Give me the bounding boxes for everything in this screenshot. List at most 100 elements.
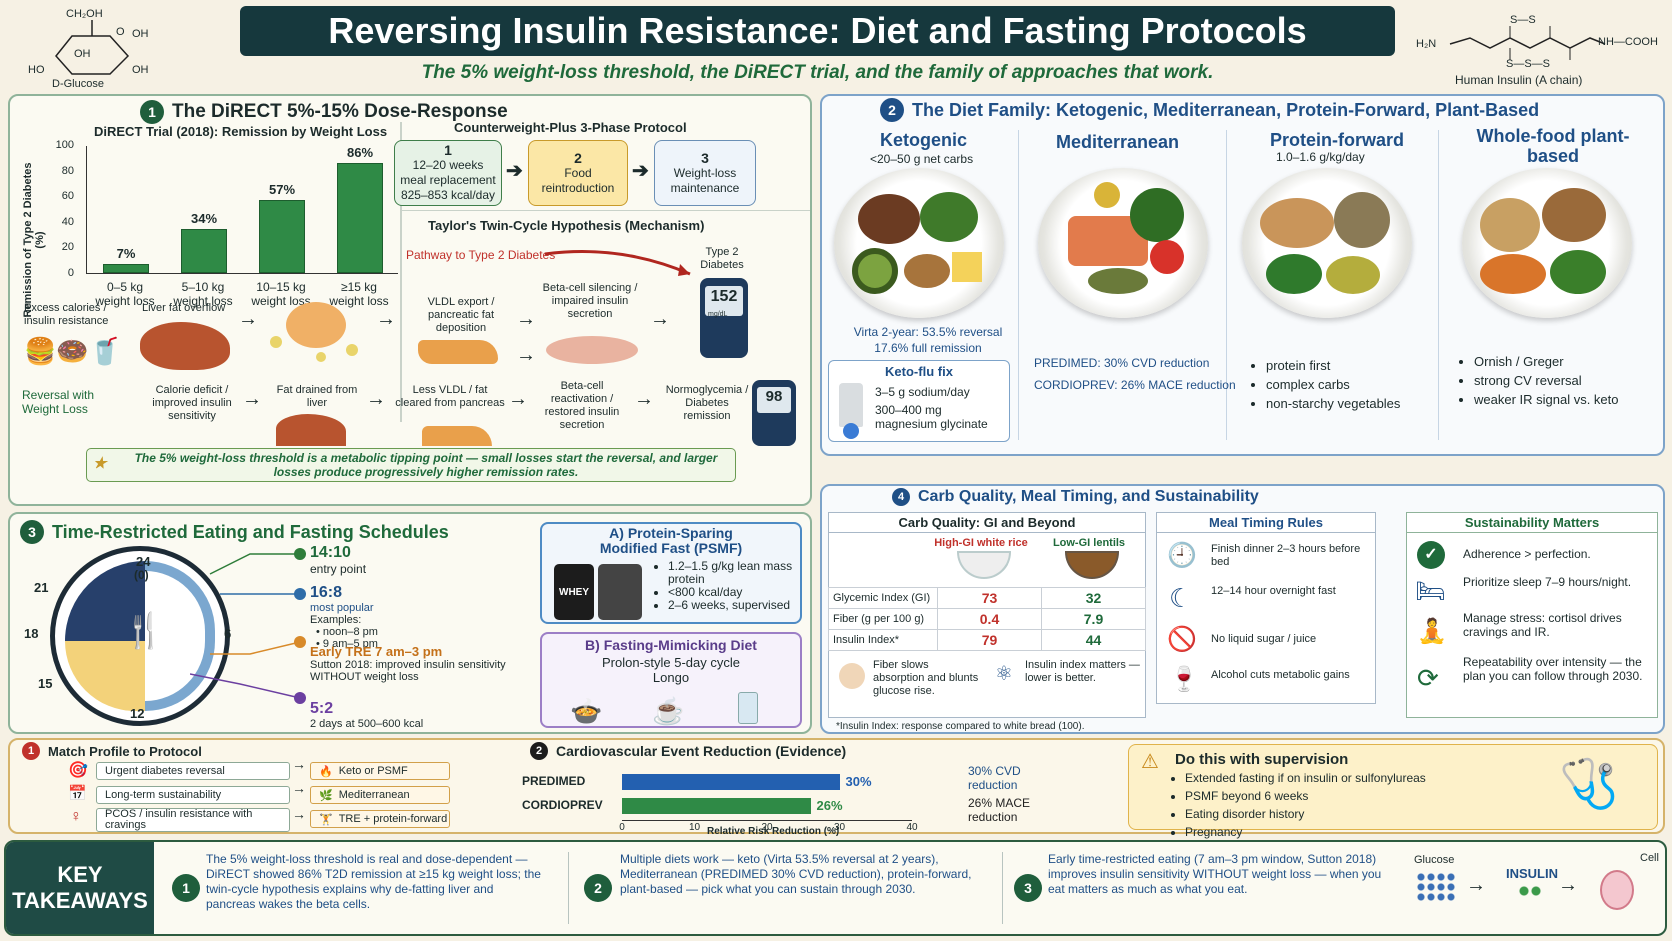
phase-1-num: 1 (444, 142, 452, 158)
path-step-1: Excess calories / insulin resistance (24, 302, 109, 327)
arrow-icon: → (1558, 874, 1578, 896)
timing-title: Meal Timing Rules (1157, 513, 1375, 533)
burger-icon: 🍔🍩🥤 (24, 336, 122, 366)
wine-glass-icon: 🍷 (1169, 666, 1199, 693)
bar-value-label: 7% (116, 246, 136, 262)
schedule-168: 16:8 most popular Examples: • noon–8 pm … (310, 584, 520, 650)
psmf-item: 1.2–1.5 g/kg lean mass protein (668, 560, 800, 586)
glucose-structure-icon (55, 20, 130, 75)
divider (1002, 852, 1003, 924)
page-title: Reversing Insulin Resistance: Diet and F… (328, 10, 1307, 51)
takeaway-2: Multiple diets work — keto (Virta 53.5% … (620, 852, 972, 896)
clock-24: 24 (136, 554, 151, 569)
clock-15: 15 (38, 676, 53, 691)
warning-item: PSMF beyond 6 weeks (1185, 787, 1426, 805)
bar-value-label: 57% (268, 182, 296, 198)
insulin-ss-bond-2: S—S—S (1506, 58, 1551, 70)
carb-panel: 4 Carb Quality, Meal Timing, and Sustain… (820, 484, 1665, 734)
gi-rice-value: 79 (937, 629, 1042, 651)
key-title-block: KEY TAKEAWAYS (6, 842, 154, 934)
protein-item: protein first (1266, 358, 1400, 373)
sust-item-4: Repeatability over intensity — the plan … (1463, 655, 1643, 683)
glucose-ho: HO (28, 64, 45, 76)
curved-arrow-icon (544, 250, 691, 276)
rev-step-3: Less VLDL / fat cleared from pancreas (395, 384, 505, 409)
path-step-3: VLDL export / pancreatic fat deposition (427, 296, 495, 334)
whey-tub-icon: WHEY (554, 564, 594, 620)
gi-row-label: Fiber (g per 100 g) (828, 608, 938, 630)
arrow-icon: → (292, 756, 306, 772)
schedule-52-time: 5:2 (310, 700, 334, 717)
section-number-2: 2 (880, 98, 904, 122)
insulin-label: INSULIN (1506, 866, 1558, 881)
diet-keto-sub: <20–50 g net carbs (870, 152, 974, 166)
meter-reading-high: 152 (705, 286, 743, 316)
schedule-connectors (190, 548, 306, 704)
gi-row-label: Insulin Index* (828, 629, 938, 651)
glucose-label: D-Glucose (52, 78, 104, 90)
timing-box: Meal Timing Rules 🕘 Finish dinner 2–3 ho… (1156, 512, 1376, 704)
ketoflu-sodium: 3–5 g sodium/day (875, 385, 970, 399)
fasting-title-text: Time-Restricted Eating and Fasting Sched… (52, 521, 449, 542)
divider (400, 122, 402, 422)
match-title: 1 Match Profile to Protocol (22, 742, 202, 760)
glucose-meter-icon: 98 (752, 380, 796, 446)
glucose-dots-icon (1416, 872, 1456, 902)
ketoflu-title: Keto-flu fix (885, 364, 953, 379)
fatty-liver-icon (140, 322, 230, 370)
warning-list: Extended fasting if on insulin or sulfon… (1185, 769, 1426, 841)
sust-item-3: Manage stress: cortisol drives cravings … (1463, 611, 1622, 639)
molecule-icon: ⚛ (995, 663, 1013, 685)
direct-panel: 1 The DiRECT 5%-15% Dose-Response DiRECT… (8, 94, 812, 506)
glucose-label: Glucose (1414, 854, 1455, 866)
mediterranean-plate-icon (1038, 168, 1208, 318)
cvd-bar-label: 30% (845, 774, 872, 789)
bed-icon: 🛏 (1415, 578, 1446, 605)
rice-bowl-icon (957, 551, 1011, 579)
insulin-label: Human Insulin (A chain) (1455, 73, 1583, 87)
takeaway-3: Early time-restricted eating (7 am–3 pm … (1048, 852, 1382, 896)
arrow-icon: → (508, 388, 528, 410)
psmf-list: 1.2–1.5 g/kg lean mass protein <800 kcal… (658, 560, 800, 612)
cvd-x-tick: 40 (906, 822, 918, 833)
cvd-chart: PREDIMED30%CORDIOPREV26%010203040Relativ… (522, 768, 962, 834)
phase-1-box: 1 12–20 weeks meal replacement 825–853 k… (394, 140, 502, 206)
takeaway-number: 3 (1014, 874, 1042, 902)
cvd-x-tick: 30 (833, 822, 846, 833)
med-evidence: PREDIMED: 30% CVD reduction CORDIOPREV: … (1034, 352, 1236, 396)
divider (400, 210, 810, 211)
schedule-1410-desc: entry point (310, 562, 367, 576)
fasting-panel: 3 Time-Restricted Eating and Fasting Sch… (8, 512, 812, 734)
clock-icon: 🕘 (1167, 542, 1197, 569)
keto-virta: Virta 2-year: 53.5% reversal 17.6% full … (838, 324, 1018, 356)
schedule-tre-desc: Sutton 2018: improved insulin sensitivit… (310, 659, 506, 683)
keto-plate-icon (834, 168, 1004, 318)
phase-1-line2: meal replacement (400, 173, 496, 187)
gi-title: Carb Quality: GI and Beyond (829, 513, 1145, 533)
fmd-sub2: Longo (652, 670, 690, 685)
path-step-4: Beta-cell silencing / impaired insulin s… (542, 282, 638, 320)
chart-bar (259, 200, 305, 273)
gi-footnote: *Insulin Index: response compared to whi… (836, 721, 1085, 732)
schedule-early-tre: Early TRE 7 am–3 pm Sutton 2018: improve… (310, 644, 510, 683)
timing-rule-3: No liquid sugar / juice (1211, 633, 1317, 645)
cvd-bar (622, 798, 811, 814)
diet-keto-name: Ketogenic (880, 130, 968, 150)
arrow-icon: → (516, 344, 536, 366)
sustainability-box: Sustainability Matters ✓ Adherence > per… (1406, 512, 1658, 718)
schedule-1410: 14:10 entry point (310, 544, 520, 576)
twin-cycle-title: Taylor's Twin-Cycle Hypothesis (Mechanis… (428, 218, 705, 233)
fasting-title: 3 Time-Restricted Eating and Fasting Sch… (20, 520, 449, 544)
gi-lentil-value: 7.9 (1041, 608, 1146, 630)
cvd-note-predimed: 30% CVD reduction (968, 764, 1021, 792)
rev-step-1: Calorie deficit / improved insulin sensi… (152, 384, 232, 422)
checkmark-icon: ✓ (1417, 541, 1445, 569)
schedule-52-desc: 2 days at 500–600 kcal (310, 718, 424, 730)
timing-rule-2: 12–14 hour overnight fast (1211, 585, 1336, 597)
glucose-oh-1: OH (132, 28, 149, 40)
